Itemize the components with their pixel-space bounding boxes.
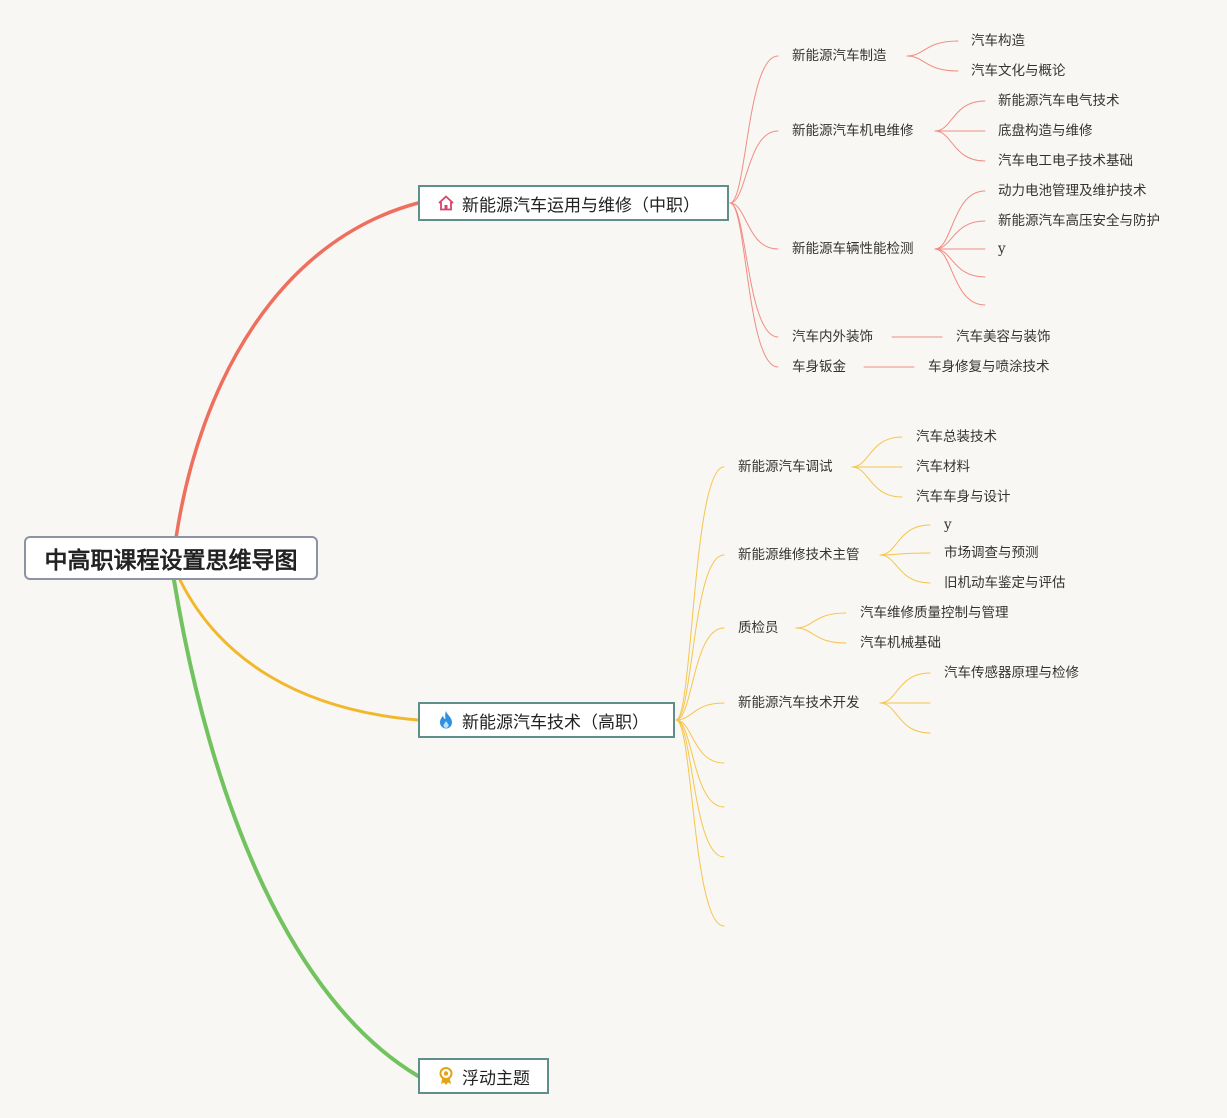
branch-topic-label: 新能源汽车技术（高职） (462, 712, 649, 733)
leaf-topic[interactable]: 底盘构造与维修 (998, 123, 1093, 139)
leaf-topic[interactable]: 汽车机械基础 (860, 635, 941, 651)
leaf-topic[interactable]: 汽车电工电子技术基础 (998, 153, 1133, 169)
leaf-topic[interactable]: y (944, 517, 952, 533)
subtopic-connector (675, 719, 725, 808)
leaf-topic[interactable]: 市场调查与预测 (944, 545, 1039, 561)
subtopic-connector (675, 627, 725, 721)
leaf-connector (934, 100, 986, 132)
leaf-connector (906, 55, 959, 72)
leaf-topic[interactable]: 汽车车身与设计 (916, 489, 1011, 505)
subtopic[interactable]: 新能源汽车调试 (738, 459, 833, 475)
subtopic[interactable]: 新能源汽车技术开发 (738, 695, 860, 711)
leaf-topic[interactable]: 汽车美容与装饰 (956, 329, 1051, 345)
subtopic[interactable]: 新能源汽车机电维修 (792, 123, 914, 139)
subtopic[interactable]: 新能源车辆性能检测 (792, 241, 914, 257)
root-topic-label: 中高职课程设置思维导图 (44, 548, 298, 574)
leaf-topic[interactable]: 汽车构造 (971, 33, 1025, 49)
subtopic-connector (729, 130, 779, 204)
branch-connector (172, 578, 420, 1078)
leaf-connector (934, 248, 986, 306)
leaf-topic[interactable]: 新能源汽车高压安全与防护 (998, 213, 1160, 229)
award-icon (436, 1066, 456, 1086)
subtopic[interactable]: 新能源维修技术主管 (738, 547, 860, 563)
subtopic-connector (729, 202, 779, 368)
subtopic[interactable]: 新能源汽车制造 (792, 48, 887, 64)
subtopic-connector (675, 554, 725, 721)
branch-topic-secondary-vocational[interactable]: 新能源汽车运用与维修（中职） (418, 185, 729, 221)
leaf-topic[interactable]: 新能源汽车电气技术 (998, 93, 1120, 109)
subtopic[interactable]: 质检员 (738, 620, 779, 636)
leaf-topic[interactable]: 汽车文化与概论 (971, 63, 1066, 79)
house-icon (436, 193, 456, 213)
subtopic-connector (675, 466, 725, 721)
subtopic[interactable]: 汽车内外装饰 (792, 329, 873, 345)
leaf-topic[interactable]: 汽车材料 (916, 459, 970, 475)
leaf-topic[interactable]: 车身修复与喷涂技术 (928, 359, 1050, 375)
branch-connector (178, 578, 420, 722)
leaf-connector (851, 466, 903, 498)
subtopic-connector (675, 719, 725, 927)
leaf-connector (879, 524, 931, 556)
subtopic-connector (675, 702, 725, 721)
flame-icon (436, 710, 456, 730)
leaf-topic[interactable]: 旧机动车鉴定与评估 (944, 575, 1066, 591)
subtopic-connector (729, 55, 779, 204)
leaf-connector (795, 612, 847, 629)
leaf-connector (934, 190, 986, 250)
subtopic-connector (675, 719, 725, 858)
subtopic-connector (729, 202, 779, 250)
leaf-connector (851, 436, 903, 468)
subtopic-connector (675, 719, 725, 764)
leaf-connector (879, 672, 931, 704)
branch-topic-label: 浮动主题 (462, 1068, 530, 1089)
leaf-connector (906, 40, 959, 57)
leaf-topic[interactable]: 汽车总装技术 (916, 429, 997, 445)
leaf-topic[interactable]: 汽车传感器原理与检修 (944, 665, 1079, 681)
root-topic[interactable]: 中高职课程设置思维导图 (24, 536, 318, 580)
leaf-connector (934, 220, 986, 250)
branch-connector (174, 201, 420, 540)
subtopic[interactable]: 车身钣金 (792, 359, 846, 375)
branch-topic-label: 新能源汽车运用与维修（中职） (462, 195, 700, 216)
leaf-connector (795, 627, 847, 644)
leaf-topic[interactable]: 汽车维修质量控制与管理 (860, 605, 1009, 621)
leaf-topic[interactable]: 动力电池管理及维护技术 (998, 183, 1147, 199)
leaf-connector (879, 554, 931, 584)
leaf-topic[interactable]: y (998, 241, 1006, 257)
branch-topic-higher-vocational[interactable]: 新能源汽车技术（高职） (418, 702, 675, 738)
floating-topic[interactable]: 浮动主题 (418, 1058, 549, 1094)
leaf-connector (879, 702, 931, 734)
leaf-connector (934, 130, 986, 162)
leaf-connector (879, 552, 931, 556)
